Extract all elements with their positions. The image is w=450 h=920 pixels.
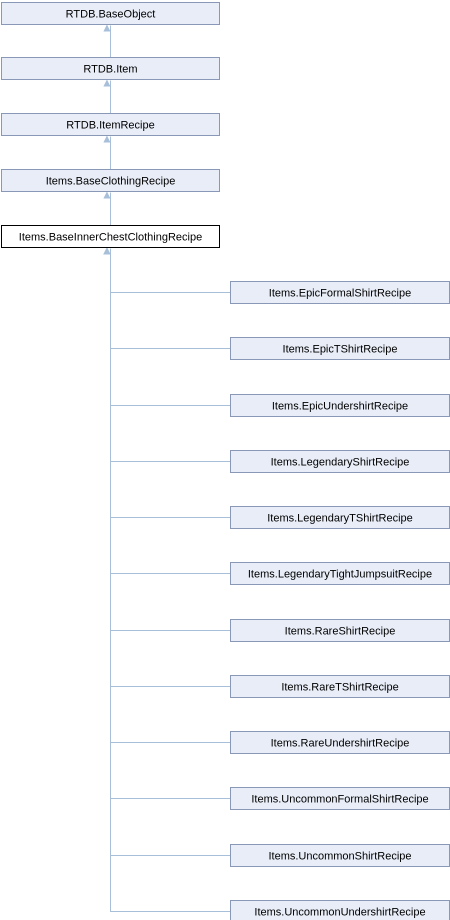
- inheritance-edge-child-legendary-shirt-recipe: [103, 247, 230, 462]
- inheritance-edge-child-epic-tshirt-recipe: [103, 247, 230, 349]
- class-node-legendary-tshirt-recipe[interactable]: Items.LegendaryTShirtRecipe: [230, 506, 450, 529]
- class-node-base-inner-chest-clothing-recipe[interactable]: Items.BaseInnerChestClothingRecipe: [1, 225, 220, 248]
- inheritance-edge-child-uncommon-shirt-recipe: [103, 247, 230, 856]
- class-node-base-clothing-recipe[interactable]: Items.BaseClothingRecipe: [1, 169, 220, 192]
- class-node-base-inner-chest-clothing-recipe-box: [1, 225, 220, 248]
- class-node-uncommon-formal-shirt-recipe-label: Items.UncommonFormalShirtRecipe: [251, 794, 428, 806]
- class-node-legendary-tight-jumpsuit-recipe-label: Items.LegendaryTightJumpsuitRecipe: [248, 569, 432, 581]
- class-node-base-object-label: RTDB.BaseObject: [66, 9, 156, 21]
- inheritance-edge-child-epic-formal-shirt-recipe: [103, 247, 230, 293]
- class-node-legendary-shirt-recipe[interactable]: Items.LegendaryShirtRecipe: [230, 450, 450, 473]
- class-node-item-recipe-box: [1, 113, 220, 136]
- class-node-item-box: [1, 57, 220, 80]
- class-node-epic-undershirt-recipe[interactable]: Items.EpicUndershirtRecipe: [230, 394, 450, 417]
- class-node-rare-tshirt-recipe-label: Items.RareTShirtRecipe: [281, 682, 398, 694]
- class-node-rare-shirt-recipe-label: Items.RareShirtRecipe: [285, 626, 396, 638]
- class-node-base-clothing-recipe-box: [1, 169, 220, 192]
- class-node-epic-formal-shirt-recipe-label: Items.EpicFormalShirtRecipe: [269, 288, 411, 300]
- class-node-uncommon-undershirt-recipe-label: Items.UncommonUndershirtRecipe: [254, 907, 425, 919]
- class-node-base-clothing-recipe-label: Items.BaseClothingRecipe: [46, 176, 176, 188]
- class-node-rare-tshirt-recipe[interactable]: Items.RareTShirtRecipe: [230, 675, 450, 698]
- class-node-base-object[interactable]: RTDB.BaseObject: [1, 2, 220, 25]
- class-node-legendary-tshirt-recipe-label: Items.LegendaryTShirtRecipe: [267, 513, 413, 525]
- class-node-rare-shirt-recipe[interactable]: Items.RareShirtRecipe: [230, 619, 450, 642]
- class-node-uncommon-shirt-recipe[interactable]: Items.UncommonShirtRecipe: [230, 844, 450, 867]
- inheritance-edge-child-uncommon-undershirt-recipe: [103, 247, 230, 912]
- class-node-item-label: RTDB.Item: [83, 64, 137, 76]
- class-node-rare-undershirt-recipe[interactable]: Items.RareUndershirtRecipe: [230, 731, 450, 754]
- class-node-item[interactable]: RTDB.Item: [1, 57, 220, 80]
- class-node-legendary-tight-jumpsuit-recipe[interactable]: Items.LegendaryTightJumpsuitRecipe: [230, 562, 450, 585]
- class-node-epic-tshirt-recipe[interactable]: Items.EpicTShirtRecipe: [230, 337, 450, 360]
- inheritance-edge-child-epic-undershirt-recipe: [103, 247, 230, 406]
- class-node-epic-formal-shirt-recipe[interactable]: Items.EpicFormalShirtRecipe: [230, 281, 450, 304]
- class-node-legendary-shirt-recipe-label: Items.LegendaryShirtRecipe: [271, 457, 410, 469]
- inheritance-edge-child-legendary-tight-jumpsuit-recipe: [103, 247, 230, 574]
- class-node-uncommon-undershirt-recipe[interactable]: Items.UncommonUndershirtRecipe: [230, 900, 450, 920]
- class-node-base-inner-chest-clothing-recipe-label: Items.BaseInnerChestClothingRecipe: [19, 232, 202, 244]
- inheritance-edge-child-legendary-tshirt-recipe: [103, 247, 230, 518]
- class-node-item-recipe[interactable]: RTDB.ItemRecipe: [1, 113, 220, 136]
- class-node-epic-undershirt-recipe-label: Items.EpicUndershirtRecipe: [272, 401, 408, 413]
- class-node-item-recipe-label: RTDB.ItemRecipe: [66, 120, 154, 132]
- class-node-rare-undershirt-recipe-label: Items.RareUndershirtRecipe: [271, 738, 410, 750]
- inheritance-edge-child-rare-tshirt-recipe: [103, 247, 230, 687]
- inheritance-edge-child-rare-undershirt-recipe: [103, 247, 230, 743]
- class-node-epic-tshirt-recipe-label: Items.EpicTShirtRecipe: [283, 344, 398, 356]
- inheritance-edge-child-uncommon-formal-shirt-recipe: [103, 247, 230, 799]
- class-node-uncommon-shirt-recipe-label: Items.UncommonShirtRecipe: [268, 851, 411, 863]
- edges-layer: [103, 24, 230, 912]
- class-node-uncommon-formal-shirt-recipe[interactable]: Items.UncommonFormalShirtRecipe: [230, 787, 450, 810]
- class-node-base-object-box: [1, 2, 220, 25]
